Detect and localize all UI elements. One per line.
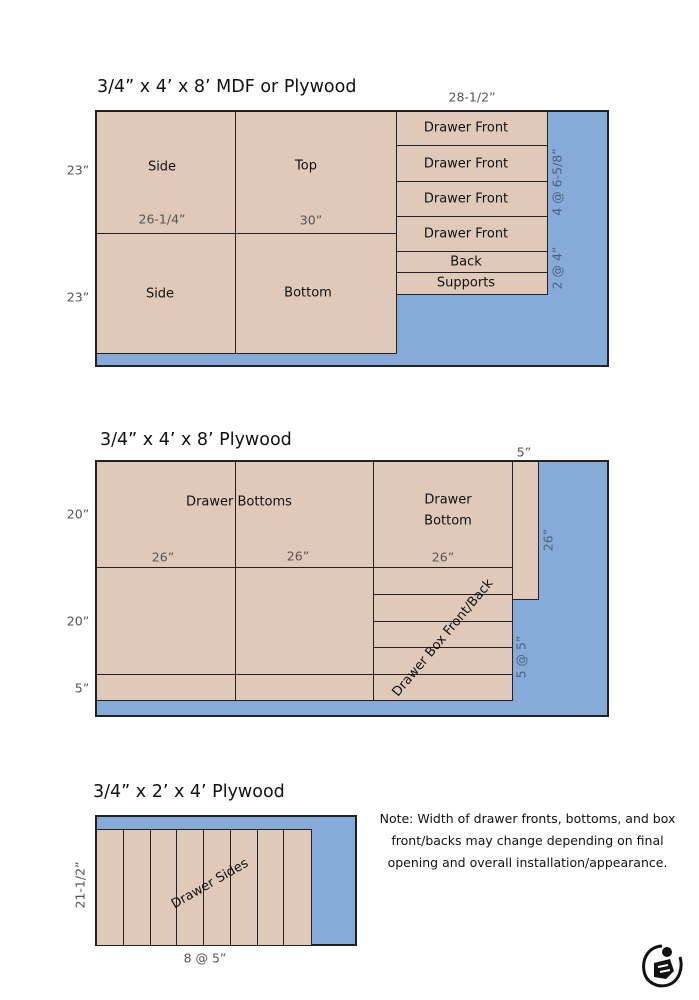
sheet1-title: 3/4” x 4’ x 8’ MDF or Plywood	[97, 77, 357, 97]
piece-drawer-bottom	[373, 461, 513, 568]
note: Note: Width of drawer fronts, bottoms, a…	[370, 808, 685, 874]
piece-supports	[396, 272, 548, 295]
note-line: Note: Width of drawer fronts, bottoms, a…	[379, 811, 676, 826]
piece-drawer-front	[396, 145, 548, 182]
dim-row: 20”	[66, 506, 90, 522]
piece-drawer-side	[256, 829, 285, 946]
dim-side-width: 26-1/4”	[138, 211, 186, 227]
dim-col: 26”	[431, 549, 455, 565]
dim-height: 23”	[66, 162, 90, 178]
dim-width-fronts: 28-1/2”	[448, 89, 496, 105]
dim-col: 26”	[151, 549, 175, 565]
label-drawer-front: Drawer Front	[423, 226, 509, 242]
dim-count: 8 @ 5”	[183, 950, 227, 966]
label-drawer-bottom: Drawer	[424, 492, 472, 508]
dim-strips-count: 5 @ 5”	[513, 635, 529, 679]
label-supports: Supports	[436, 275, 496, 291]
piece-bottom	[235, 233, 397, 354]
piece-drawer-bottom	[96, 461, 236, 568]
piece-drawer-side	[229, 829, 258, 946]
dim-row: 20”	[66, 613, 90, 629]
piece-strip	[512, 461, 539, 600]
piece-drawer-side	[96, 829, 125, 946]
piece-box-front-back	[373, 674, 513, 701]
piece-drawer-side	[149, 829, 178, 946]
dim-row: 5”	[74, 680, 90, 696]
label-top: Top	[295, 158, 317, 174]
label-side: Side	[147, 159, 177, 175]
dim-strip-length: 26”	[540, 528, 556, 552]
piece-drawer-bottom	[235, 567, 374, 675]
label-back: Back	[450, 254, 482, 270]
piece-drawer-bottom	[96, 567, 236, 675]
dim-height: 21-1/2”	[72, 861, 88, 909]
piece-strip	[235, 674, 374, 701]
piece-side	[96, 233, 236, 354]
label-drawer-bottoms: Drawer Bottoms	[186, 494, 292, 510]
dim-height: 23”	[66, 289, 90, 305]
dim-top-width: 30”	[299, 212, 323, 228]
label-drawer-front: Drawer Front	[423, 191, 509, 207]
piece-box-front-back	[373, 621, 513, 648]
label-drawer-bottom: Bottom	[424, 513, 472, 529]
dim-fronts-count: 4 @ 6-5/8”	[549, 148, 565, 216]
sheet2-title: 3/4” x 4’ x 8’ Plywood	[100, 430, 292, 450]
piece-strip	[96, 674, 236, 701]
label-side: Side	[145, 286, 175, 302]
piece-drawer-front	[396, 181, 548, 217]
piece-box-front-back	[373, 594, 513, 622]
note-line: opening and overall installation/appeara…	[387, 855, 668, 870]
label-drawer-front: Drawer Front	[423, 156, 509, 172]
piece-side	[96, 111, 236, 234]
note-line: front/backs may change depending on fina…	[391, 833, 664, 848]
sheet3-title: 3/4” x 2’ x 4’ Plywood	[93, 782, 285, 802]
piece-drawer-side	[283, 829, 312, 946]
piece-drawer-front	[396, 216, 548, 252]
label-drawer-front: Drawer Front	[423, 120, 509, 136]
label-bottom: Bottom	[284, 285, 332, 301]
dim-strip-width: 5”	[516, 444, 532, 460]
piece-drawer-side	[122, 829, 151, 946]
woodworker-logo-icon	[642, 944, 683, 988]
dim-back-supports-count: 2 @ 4”	[549, 246, 565, 290]
dim-col: 26”	[286, 548, 310, 564]
piece-box-front-back	[373, 647, 513, 675]
